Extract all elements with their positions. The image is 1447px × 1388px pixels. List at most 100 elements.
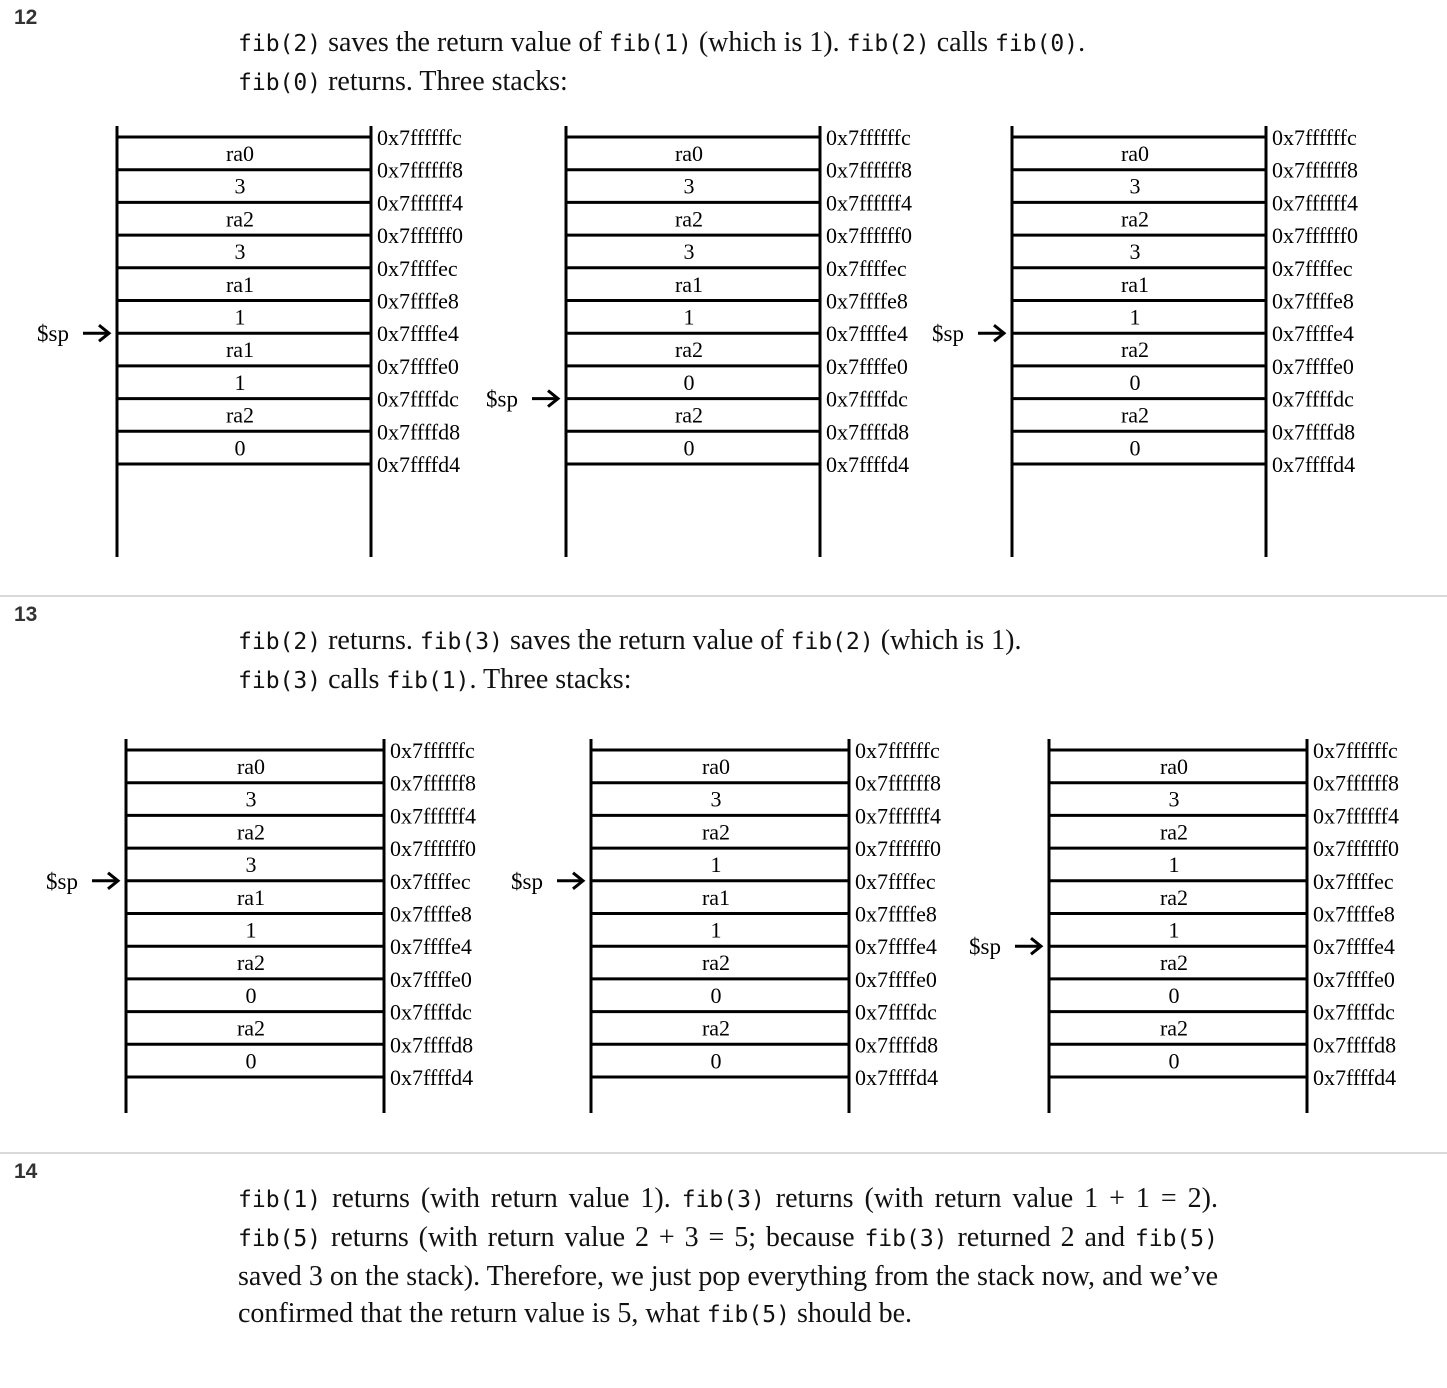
inline-code: fib(5) (706, 1302, 790, 1328)
address-label: 0x7ffffdc (1272, 387, 1354, 412)
address-label: 0x7ffffd8 (1272, 419, 1355, 444)
slide-number: 14 (14, 1160, 38, 1183)
address-label: 0x7ffffd4 (377, 452, 460, 477)
stack-cell-value: 0 (1169, 983, 1180, 1008)
address-label: 0x7ffffe8 (390, 902, 472, 927)
stack-cell-value: ra2 (226, 206, 254, 231)
stack-cell-value: 0 (711, 1048, 722, 1073)
inline-code: fib(1) (386, 668, 470, 694)
stack-cell-value: ra2 (702, 950, 730, 975)
address-label: 0x7ffffff0 (1272, 223, 1358, 248)
slide-number: 13 (14, 603, 38, 626)
address-label: 0x7ffffe4 (1313, 934, 1395, 959)
address-label: 0x7ffffe8 (1272, 289, 1354, 314)
text-run: saved 3 on the stack). Therefore, we jus… (238, 1261, 1218, 1329)
address-label: 0x7ffffe8 (826, 289, 908, 314)
address-label: 0x7ffffdc (855, 1000, 937, 1025)
address-label: 0x7ffffe0 (855, 967, 937, 992)
stack-cell-value: 3 (684, 239, 695, 264)
inline-code: fib(2) (238, 629, 322, 655)
address-label: 0x7ffffd4 (390, 1065, 473, 1090)
stack-cell-value: ra2 (1160, 819, 1188, 844)
stack-cell-value: 3 (711, 787, 722, 812)
stack-cell-value: 3 (235, 174, 246, 199)
slide-text: fib(2) returns. fib(3) saves the return … (238, 622, 1218, 700)
inline-code: fib(5) (1134, 1226, 1218, 1252)
sp-label: $sp (932, 321, 964, 346)
inline-code: fib(2) (790, 629, 874, 655)
slide-13: 13 fib(2) returns. fib(3) saves the retu… (0, 597, 1447, 1154)
address-label: 0x7ffffe8 (855, 902, 937, 927)
stack-cell-value: ra1 (1121, 272, 1149, 297)
stack-cell-value: 1 (684, 305, 695, 330)
address-label: 0x7ffffff4 (377, 190, 463, 215)
sp-arrowhead-icon (107, 871, 121, 890)
address-label: 0x7ffffd4 (826, 452, 909, 477)
stack-cell-value: 1 (1130, 305, 1141, 330)
address-label: 0x7ffffdc (390, 1000, 472, 1025)
stack-3: ra03ra21ra21ra20ra200x7ffffffc0x7ffffff8… (969, 738, 1399, 1113)
stack-cell-value: 0 (1169, 1048, 1180, 1073)
inline-code: fib(2) (238, 31, 322, 57)
stack-cell-value: ra0 (237, 754, 265, 779)
stack-cell-value: ra1 (702, 885, 730, 910)
stack-cell-value: 0 (1130, 435, 1141, 460)
text-run: saves the return value of (502, 625, 791, 656)
text-run: calls (321, 664, 387, 695)
text-run: returns (with return value 1). (321, 1183, 682, 1214)
address-label: 0x7ffffe0 (390, 967, 472, 992)
address-label: 0x7ffffec (1313, 869, 1394, 894)
address-label: 0x7ffffffc (826, 125, 911, 150)
sp-label: $sp (46, 869, 78, 894)
text-run: returns. (321, 625, 420, 656)
stack-3: ra03ra23ra11ra20ra200x7ffffffc0x7ffffff8… (932, 125, 1358, 557)
stack-cell-value: ra2 (675, 403, 703, 428)
stack-cell-value: ra2 (675, 337, 703, 362)
stack-cell-value: 3 (1169, 787, 1180, 812)
address-label: 0x7ffffe8 (377, 289, 459, 314)
address-label: 0x7ffffff4 (826, 190, 912, 215)
stack-cell-value: ra2 (1160, 1016, 1188, 1041)
inline-code: fib(1) (238, 1187, 322, 1213)
inline-code: fib(3) (681, 1187, 765, 1213)
address-label: 0x7ffffe4 (1272, 321, 1354, 346)
text-run: returns. Three stacks: (321, 66, 568, 97)
address-label: 0x7ffffe4 (855, 934, 937, 959)
address-label: 0x7ffffe4 (826, 321, 908, 346)
address-label: 0x7ffffff8 (826, 158, 912, 183)
text-run: . (1078, 27, 1086, 58)
stack-diagrams: ra03ra23ra11ra20ra200x7ffffffc0x7ffffff8… (46, 738, 1399, 1113)
inline-code: fib(3) (419, 629, 503, 655)
address-label: 0x7ffffd4 (1272, 452, 1355, 477)
address-label: 0x7ffffff0 (855, 836, 941, 861)
stack-cell-value: 0 (684, 435, 695, 460)
inline-code: fib(1) (608, 31, 692, 57)
inline-code: fib(0) (995, 31, 1079, 57)
stack-cell-value: 1 (711, 852, 722, 877)
inline-code: fib(2) (846, 31, 930, 57)
sp-label: $sp (37, 321, 69, 346)
text-run: saves the return value of (321, 27, 609, 58)
stack-cell-value: 3 (246, 852, 257, 877)
address-label: 0x7ffffff8 (1313, 771, 1399, 796)
stack-cell-value: ra0 (1160, 754, 1188, 779)
sp-arrowhead-icon (1030, 937, 1044, 956)
slide-text: fib(1) returns (with return value 1). fi… (238, 1180, 1218, 1334)
stack-cell-value: ra1 (237, 885, 265, 910)
stack-cell-value: ra2 (237, 819, 265, 844)
address-label: 0x7ffffe0 (377, 354, 459, 379)
stack-cell-value: 1 (711, 918, 722, 943)
address-label: 0x7ffffff8 (1272, 158, 1358, 183)
sp-arrowhead-icon (572, 871, 586, 890)
slide-number: 12 (14, 6, 38, 29)
text-run: returned 2 and (947, 1222, 1135, 1253)
stack-cell-value: 0 (235, 435, 246, 460)
stack-cell-value: ra2 (1160, 885, 1188, 910)
stack-cell-value: ra1 (226, 272, 254, 297)
stack-cell-value: ra2 (675, 206, 703, 231)
sp-arrowhead-icon (98, 324, 112, 343)
stack-cell-value: 0 (246, 1048, 257, 1073)
stack-cell-value: 0 (1130, 370, 1141, 395)
address-label: 0x7ffffff0 (826, 223, 912, 248)
stack-cell-value: 3 (235, 239, 246, 264)
